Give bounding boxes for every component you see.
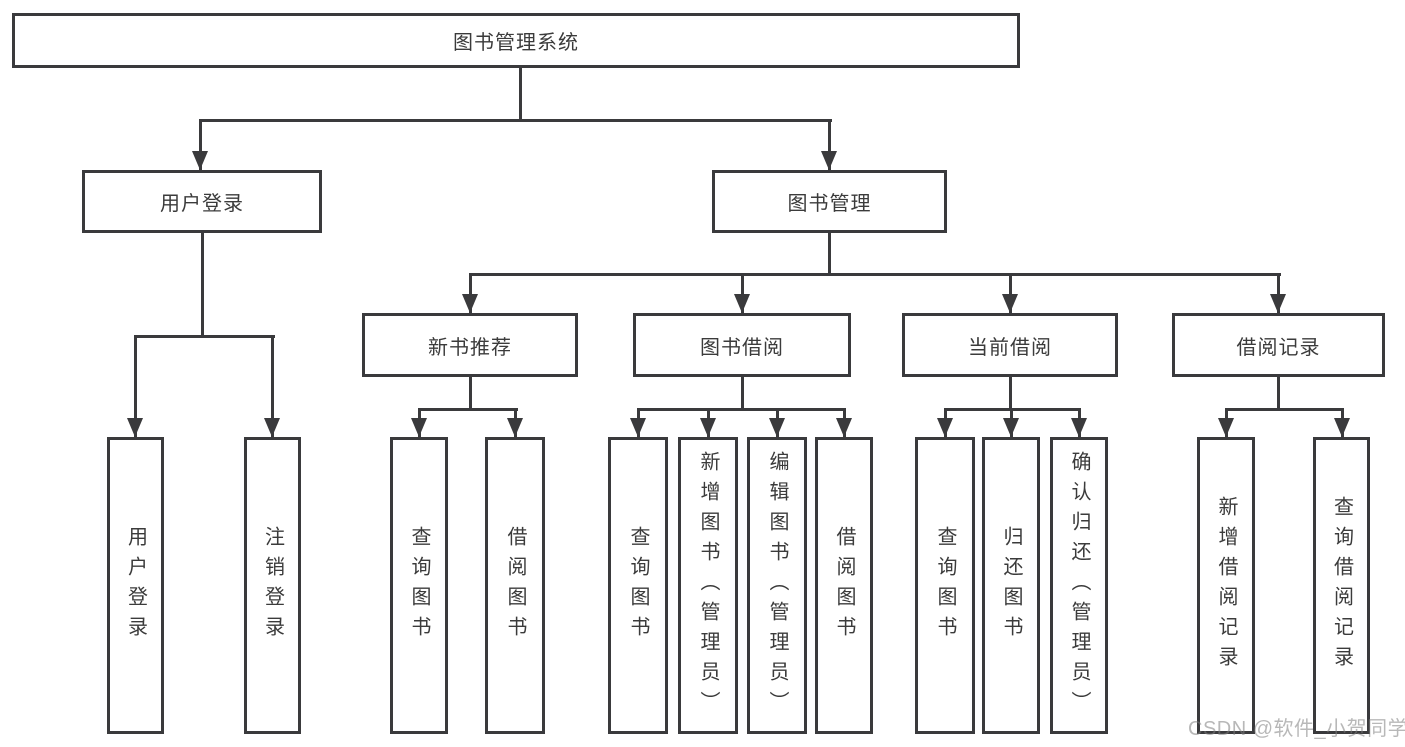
connector-line: [828, 233, 831, 276]
connector-line: [418, 408, 518, 411]
connector-line: [637, 408, 846, 411]
leaf-confirm-return-admin: 确认归还（管理员）: [1050, 437, 1108, 734]
leaf-add-book-admin: 新增图书（管理员）: [678, 437, 738, 734]
leaf-borrow-books-borrowing: 借阅图书: [815, 437, 873, 734]
connector-line: [1277, 273, 1280, 313]
node-label: 图书管理系统: [453, 32, 579, 54]
node-library-management-system: 图书管理系统: [12, 13, 1020, 68]
node-new-book-recommendation: 新书推荐: [362, 313, 578, 377]
leaf-label: 查询借阅记录: [1330, 495, 1353, 676]
node-label: 借阅记录: [1236, 336, 1321, 359]
connector-line: [201, 233, 204, 338]
connector-line: [1225, 408, 1343, 411]
node-current-borrowing: 当前借阅: [902, 313, 1118, 377]
node-label: 当前借阅: [968, 336, 1052, 359]
connector-line: [469, 273, 1281, 276]
arrow-down-icon: [411, 418, 427, 437]
connector-line: [741, 377, 744, 411]
leaf-label: 归还图书: [1000, 525, 1022, 646]
leaf-label: 查询图书: [627, 525, 649, 646]
leaf-label: 确认归还（管理员）: [1068, 450, 1090, 721]
leaf-logout: 注销登录: [244, 437, 301, 734]
node-label: 图书管理: [787, 193, 872, 215]
node-borrowing-records: 借阅记录: [1172, 313, 1385, 377]
arrow-down-icon: [1003, 418, 1019, 437]
leaf-edit-book-admin: 编辑图书（管理员）: [747, 437, 807, 734]
leaf-add-borrow-record: 新增借阅记录: [1197, 437, 1255, 734]
arrow-down-icon: [1071, 418, 1087, 437]
connector-line: [828, 119, 831, 170]
arrow-down-icon: [192, 151, 208, 170]
watermark: CSDN @软件_小贺同学: [1188, 718, 1405, 740]
leaf-query-books-borrowing: 查询图书: [608, 437, 668, 734]
arrow-down-icon: [507, 418, 523, 437]
arrow-down-icon: [630, 418, 646, 437]
node-user-login: 用户登录: [82, 170, 322, 233]
leaf-return-books: 归还图书: [982, 437, 1040, 734]
leaf-label: 编辑图书（管理员）: [766, 450, 788, 721]
connector-line: [469, 377, 472, 411]
connector-line: [469, 273, 472, 313]
arrow-down-icon: [1334, 418, 1350, 437]
connector-line: [1277, 377, 1280, 411]
leaf-user-login: 用户登录: [107, 437, 164, 734]
node-book-borrowing: 图书借阅: [633, 313, 851, 377]
arrow-down-icon: [1270, 294, 1286, 313]
leaf-borrow-books-recommend: 借阅图书: [485, 437, 545, 734]
leaf-label: 用户登录: [124, 525, 147, 646]
connector-line: [519, 68, 522, 122]
leaf-label: 查询图书: [408, 525, 430, 646]
leaf-query-borrow-record: 查询借阅记录: [1313, 437, 1370, 734]
arrow-down-icon: [821, 151, 837, 170]
arrow-down-icon: [734, 294, 750, 313]
connector-line: [741, 273, 744, 313]
arrow-down-icon: [1218, 418, 1234, 437]
connector-line: [134, 335, 137, 437]
arrow-down-icon: [836, 418, 852, 437]
node-label: 图书借阅: [700, 336, 784, 359]
arrow-down-icon: [127, 418, 143, 437]
leaf-label: 注销登录: [261, 525, 284, 646]
leaf-query-books-recommend: 查询图书: [390, 437, 448, 734]
connector-line: [1009, 377, 1012, 411]
arrow-down-icon: [937, 418, 953, 437]
arrow-down-icon: [264, 418, 280, 437]
leaf-label: 借阅图书: [833, 525, 855, 646]
node-label: 用户登录: [160, 193, 244, 215]
leaf-query-books-current: 查询图书: [915, 437, 975, 734]
connector-line: [199, 119, 832, 122]
leaf-label: 查询图书: [934, 525, 956, 646]
connector-line: [134, 335, 275, 338]
connector-line: [1009, 273, 1012, 313]
leaf-label: 新增图书（管理员）: [697, 450, 719, 721]
node-book-management: 图书管理: [712, 170, 947, 233]
leaf-label: 借阅图书: [504, 525, 526, 646]
arrow-down-icon: [700, 418, 716, 437]
connector-line: [199, 119, 202, 170]
connector-line: [271, 335, 274, 437]
arrow-down-icon: [1002, 294, 1018, 313]
arrow-down-icon: [769, 418, 785, 437]
arrow-down-icon: [462, 294, 478, 313]
node-label: 新书推荐: [428, 336, 512, 359]
leaf-label: 新增借阅记录: [1215, 495, 1237, 676]
